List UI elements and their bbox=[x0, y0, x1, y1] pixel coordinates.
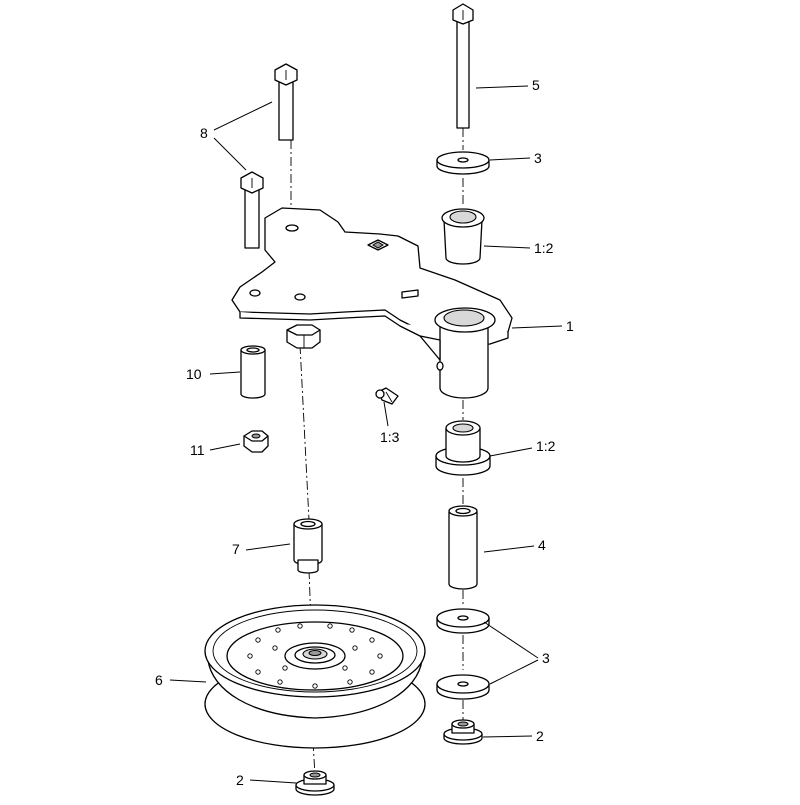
callout-10: 10 bbox=[186, 366, 202, 382]
callout-2-right: 2 bbox=[536, 728, 544, 744]
pulley-part-6 bbox=[204, 604, 426, 749]
callout-7: 7 bbox=[232, 541, 240, 557]
bushing-part-1-2-upper bbox=[441, 208, 485, 265]
callout-11: 11 bbox=[190, 442, 205, 458]
washer-part-3-upper bbox=[436, 151, 490, 175]
callout-3-lower: 3 bbox=[542, 650, 550, 666]
spacer-part-4 bbox=[448, 505, 478, 590]
grease-fitting-part-1-3 bbox=[375, 387, 399, 405]
callout-8: 8 bbox=[200, 125, 208, 141]
callout-1-2-lower: 1:2 bbox=[536, 438, 556, 454]
flange-nut-part-2-right bbox=[443, 719, 483, 745]
bolt-part-5 bbox=[452, 3, 474, 129]
callout-3-upper: 3 bbox=[534, 150, 542, 166]
callout-2-bottom: 2 bbox=[236, 772, 244, 788]
nut-part-11 bbox=[243, 430, 269, 453]
callout-1-2-upper: 1:2 bbox=[534, 240, 554, 256]
callout-6: 6 bbox=[155, 672, 163, 688]
bolt-part-8-upper bbox=[274, 63, 298, 141]
callout-1: 1 bbox=[566, 318, 574, 334]
washer-part-3-lower-1 bbox=[436, 608, 490, 634]
hex-nut-under-bracket bbox=[286, 324, 321, 349]
pulley-face-holes bbox=[247, 623, 383, 689]
callout-4: 4 bbox=[538, 537, 546, 553]
bracket-part-1 bbox=[231, 207, 513, 399]
bolt-part-8-lower bbox=[240, 171, 264, 249]
bushing-part-1-2-lower bbox=[435, 420, 491, 476]
callout-1-3: 1:3 bbox=[380, 429, 400, 445]
washer-part-3-lower-2 bbox=[436, 674, 490, 700]
spacer-part-7 bbox=[293, 518, 323, 574]
flange-nut-part-2-bottom bbox=[295, 770, 335, 796]
centerline-left-axis bbox=[299, 344, 310, 521]
leader-lines bbox=[169, 85, 563, 784]
callout-5: 5 bbox=[532, 77, 540, 93]
spacer-part-10 bbox=[240, 345, 266, 399]
